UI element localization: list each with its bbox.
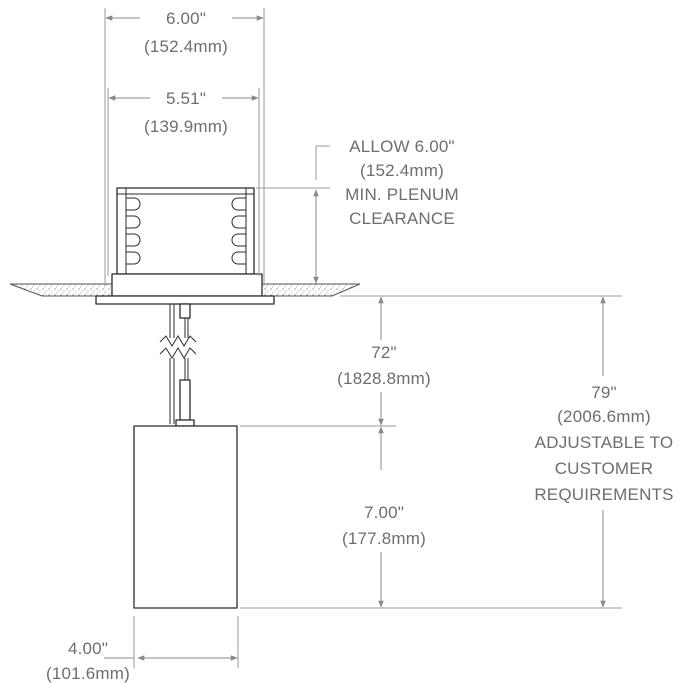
housing-box [116, 187, 255, 275]
inner-width-metric: (139.9mm) [144, 117, 228, 136]
plenum-line-2: (152.4mm) [360, 161, 444, 180]
dimension-labels: 6.00" (152.4mm) 5.51" (139.9mm) ALLOW 6.… [46, 9, 674, 683]
left-spring-clip [126, 197, 141, 265]
total-drop-line-1: 79" [591, 383, 617, 402]
mounting-flange [95, 295, 275, 305]
ceiling-left [9, 283, 113, 297]
outer-width-imperial: 6.00" [166, 9, 206, 28]
total-drop-line-5: REQUIREMENTS [534, 485, 673, 504]
inner-width-imperial: 5.51" [166, 89, 206, 108]
pendant-width-imperial: 4.00" [68, 639, 108, 658]
pendant-height-imperial: 7.00" [364, 503, 404, 522]
right-spring-clip [231, 197, 246, 265]
plenum-line-1: ALLOW 6.00" [349, 137, 455, 156]
plenum-line-4: CLEARANCE [349, 209, 455, 228]
pendant-width-metric: (101.6mm) [46, 664, 130, 683]
plenum-line-3: MIN. PLENUM [345, 185, 459, 204]
total-drop-line-3: ADJUSTABLE TO [535, 433, 674, 452]
pendant-height-metric: (177.8mm) [342, 529, 426, 548]
extension-lines [104, 8, 622, 668]
ceiling-right [261, 283, 361, 297]
cable-break-symbol [159, 335, 197, 359]
total-drop-line-4: CUSTOMER [555, 459, 654, 478]
housing-base [111, 273, 263, 297]
total-drop-line-2: (2006.6mm) [557, 407, 651, 426]
outer-width-metric: (152.4mm) [144, 37, 228, 56]
suspension-metric: (1828.8mm) [337, 369, 431, 388]
suspension-cable [159, 303, 197, 427]
pendant-body [133, 425, 238, 609]
dimension-arrows [104, 15, 606, 661]
suspension-imperial: 72" [371, 343, 397, 362]
recessed-housing [95, 187, 275, 305]
